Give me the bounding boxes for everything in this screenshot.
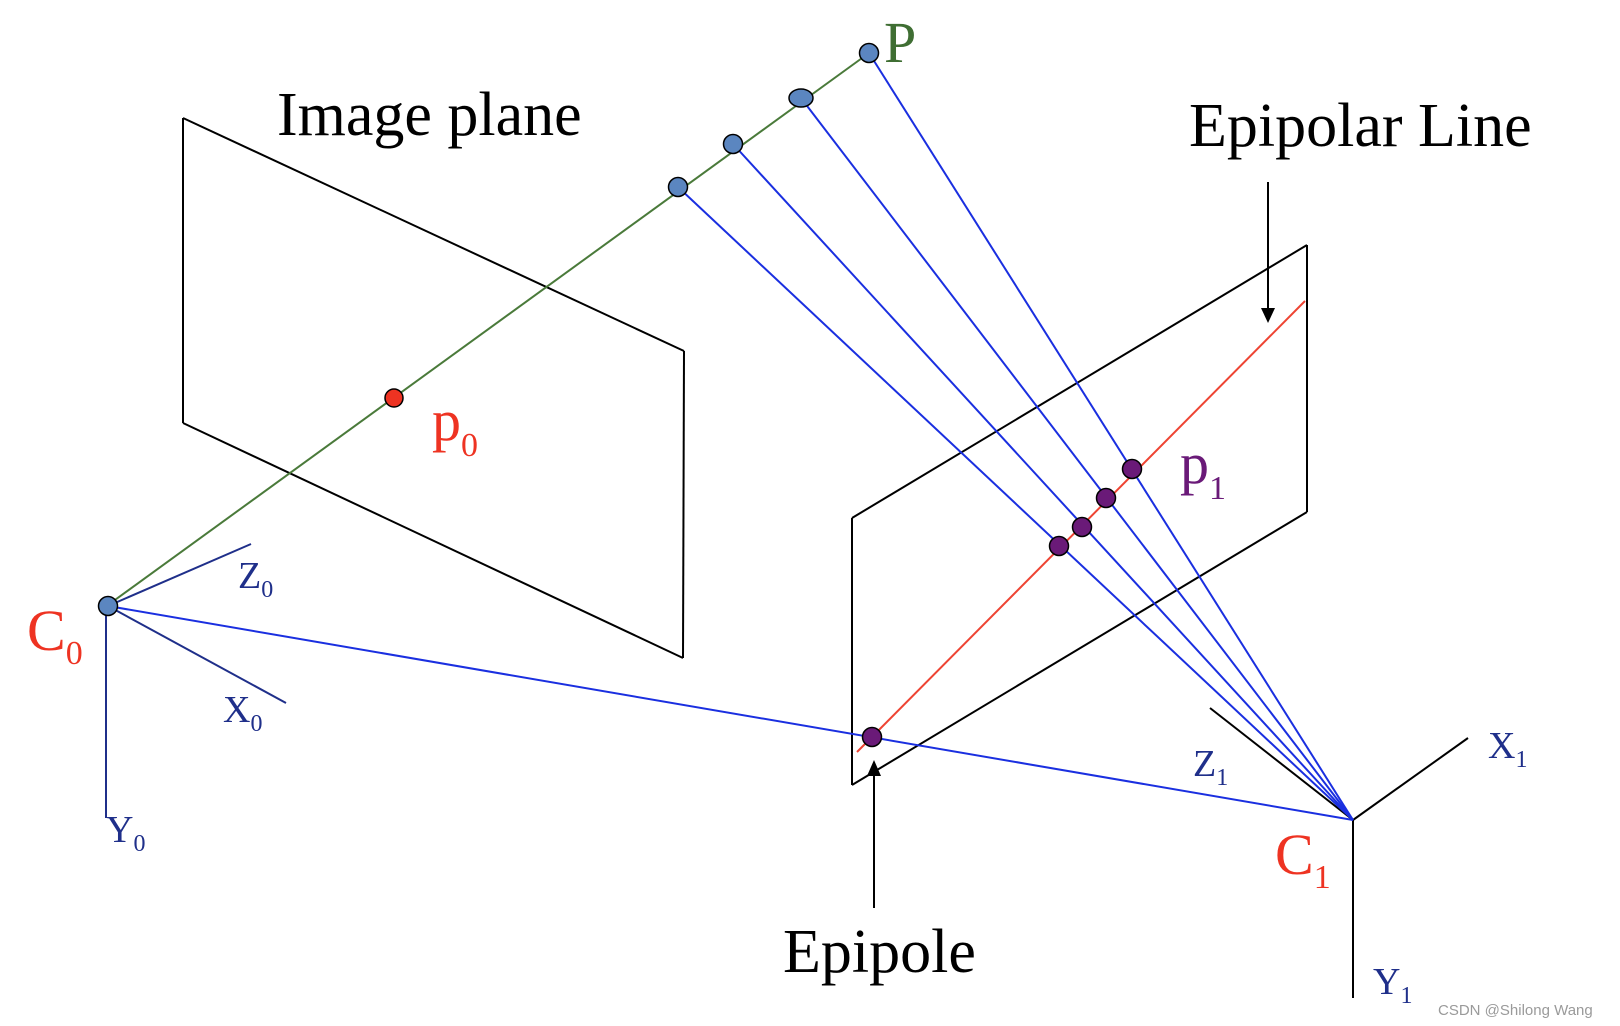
- point-epi-3: [1095, 487, 1117, 509]
- point-C0: [97, 595, 119, 617]
- p0-label: p0: [432, 388, 478, 464]
- ray-point-2-c1: [732, 143, 1354, 821]
- ray-P-c1: [868, 52, 1354, 821]
- point-ray-1: [667, 176, 689, 198]
- point-epi-2: [1071, 516, 1093, 538]
- X1-label: X1: [1488, 725, 1527, 773]
- Y0-label: Y0: [106, 809, 145, 857]
- point-ray-3: [788, 88, 814, 108]
- points: [97, 42, 1143, 748]
- camera-1-axes: [1209, 707, 1469, 998]
- X0-label: X0: [223, 689, 262, 737]
- ray-point-1-c1: [677, 186, 1354, 821]
- epipole-label: Epipole: [783, 918, 976, 986]
- watermark: CSDN @Shilong Wang: [1438, 1002, 1593, 1019]
- image-plane-label: Image plane: [277, 81, 582, 149]
- p1-label: p1: [1180, 431, 1226, 507]
- point-epipole: [861, 726, 883, 748]
- point-ray-2: [722, 133, 744, 155]
- point-epi-1: [1048, 535, 1070, 557]
- Y1-label: Y1: [1373, 961, 1412, 1009]
- left-image-plane: [182, 117, 685, 659]
- baseline-c0-c1: [107, 605, 1354, 821]
- right-image-plane: [851, 244, 1308, 786]
- ray-point-3-c1: [800, 97, 1354, 821]
- point-p0: [384, 388, 404, 408]
- point-p1: [1121, 458, 1143, 480]
- point-P: [858, 42, 880, 64]
- epipolar-line-arrow: [1261, 182, 1275, 323]
- C0-label: C0: [27, 598, 83, 672]
- P-label: P: [884, 10, 916, 75]
- rays-to-c1: [107, 52, 1354, 821]
- camera-0-axes: [105, 543, 287, 818]
- Z0-label: Z0: [238, 555, 273, 603]
- epipolar-line-label: Epipolar Line: [1189, 92, 1532, 160]
- Z1-label: Z1: [1193, 743, 1228, 791]
- C1-label: C1: [1275, 822, 1331, 896]
- epipole-arrow: [867, 760, 881, 908]
